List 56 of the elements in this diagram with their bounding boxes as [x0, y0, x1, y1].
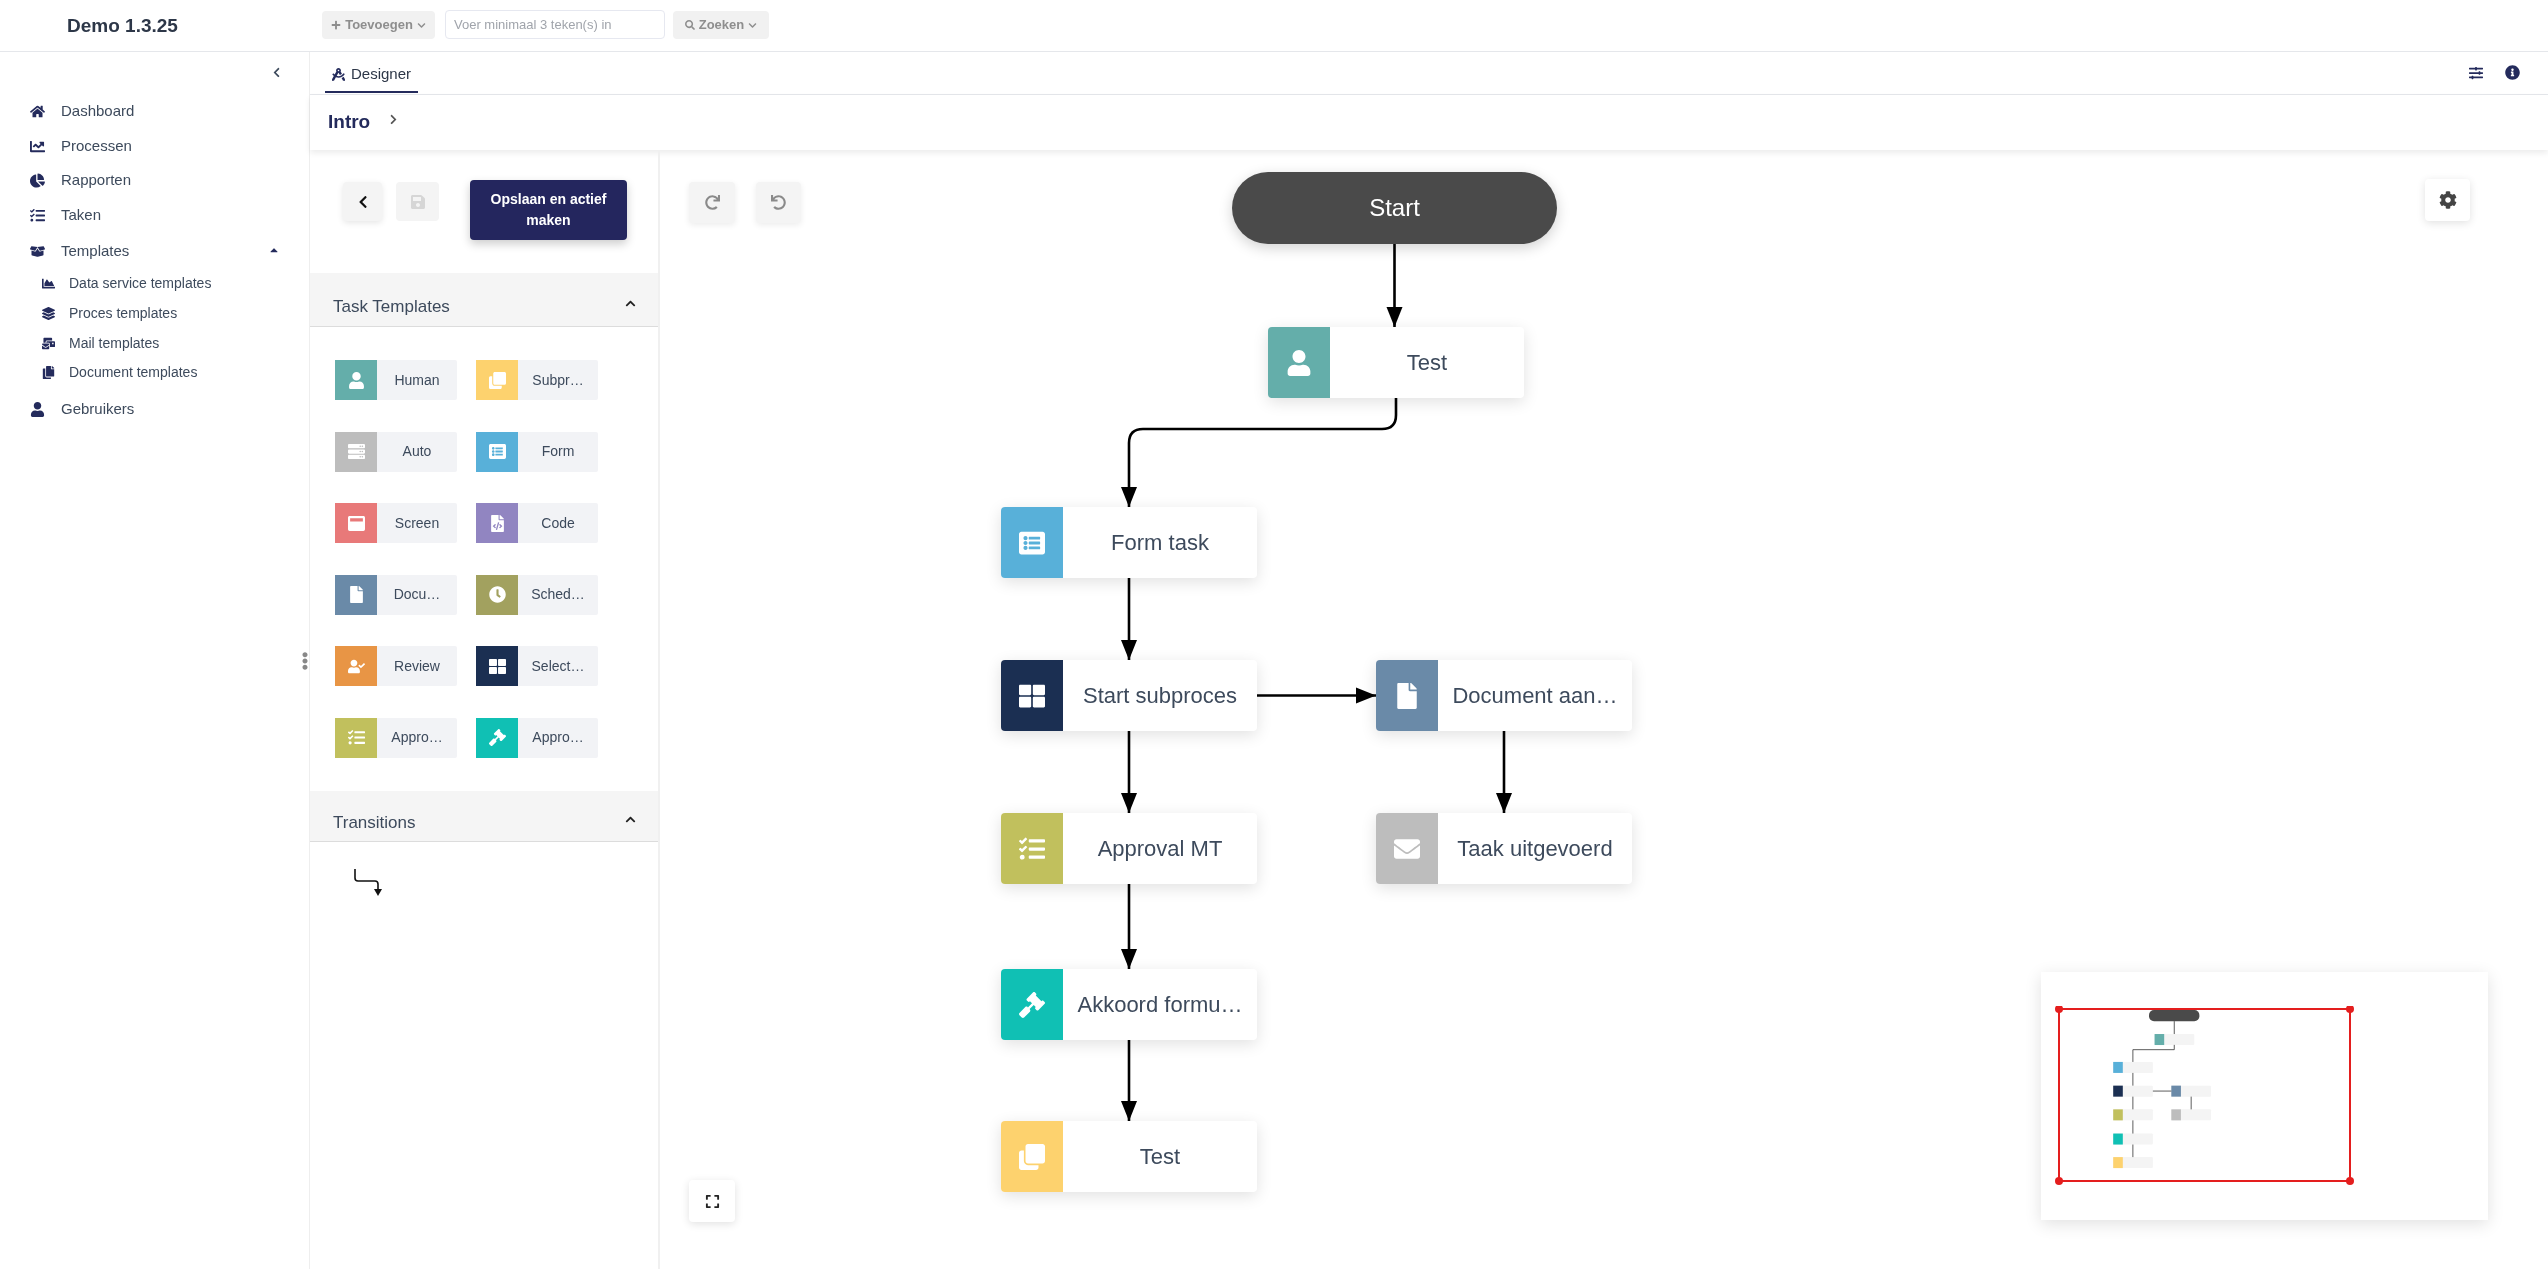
nav-link: Proces templates	[42, 303, 178, 324]
task-template-tile: Auto	[335, 431, 457, 472]
section-title: Task Templates	[333, 296, 450, 318]
nav-link: Gebruikers	[30, 398, 135, 421]
task-template-tile: Select…	[476, 646, 598, 686]
arrow	[1496, 731, 1512, 813]
save-activate-button: Opslaan en actief maken	[470, 180, 627, 240]
task-card	[1376, 813, 1632, 884]
task-template-tile: Appro…	[335, 717, 457, 758]
task-card	[1001, 969, 1257, 1040]
task-label: Test	[1139, 1143, 1181, 1171]
task-card	[1268, 327, 1524, 398]
breadcrumb-title: Intro	[328, 110, 371, 134]
task-template-tile: Review	[335, 646, 457, 686]
task-label: Approval MT	[1097, 835, 1223, 863]
task-label: Start subproces	[1082, 682, 1238, 710]
nav-link: Mail templates	[42, 333, 160, 354]
task-label: Form task	[1111, 529, 1209, 557]
task-card	[1001, 1121, 1257, 1192]
search-field: Voer minimaal 3 teken(s) in	[445, 10, 665, 39]
task-card	[1001, 507, 1257, 578]
nav-link: Rapporten	[30, 169, 132, 192]
start-terminal	[1232, 172, 1557, 244]
nav-link: Document templates	[42, 362, 198, 383]
task-template-tile: Screen	[335, 503, 457, 543]
task-template-tile: Human	[335, 360, 457, 400]
nav-link: Taken	[30, 204, 102, 227]
terminal-label: Start	[1369, 193, 1420, 223]
task-card	[1001, 660, 1257, 731]
arrow	[1121, 884, 1137, 969]
task-label: Akkoord formu…	[1077, 991, 1243, 1019]
designer-tab: Designer	[325, 58, 419, 93]
arrow	[1121, 1040, 1137, 1121]
add-button: Toevoegen	[322, 11, 435, 39]
arrow	[1386, 244, 1403, 327]
arrow	[1257, 687, 1376, 704]
app-title: Demo 1.3.25	[67, 14, 178, 38]
task-label: Taak uitgevoerd	[1457, 835, 1613, 863]
arrow	[1121, 731, 1137, 813]
task-template-tile: Docu…	[335, 574, 457, 615]
task-template-tile: Subpr…	[476, 360, 598, 400]
arrow	[1121, 578, 1137, 660]
task-template-tile: Appro…	[476, 717, 598, 758]
nav-link: Dashboard	[30, 100, 135, 123]
section-title: Transitions	[333, 812, 416, 834]
nav-link: Processen	[30, 135, 132, 158]
search-button: Zoeken	[673, 11, 769, 39]
task-label: Document aan…	[1452, 682, 1618, 710]
task-card	[1376, 660, 1632, 731]
task-label: Test	[1406, 349, 1448, 377]
nav-link: Data service templates	[42, 273, 212, 294]
nav-link: Templates	[30, 240, 130, 263]
task-template-tile: Sched…	[476, 574, 598, 615]
task-template-tile: Form	[476, 431, 598, 472]
task-card	[1001, 813, 1257, 884]
task-template-tile: Code	[476, 503, 598, 543]
